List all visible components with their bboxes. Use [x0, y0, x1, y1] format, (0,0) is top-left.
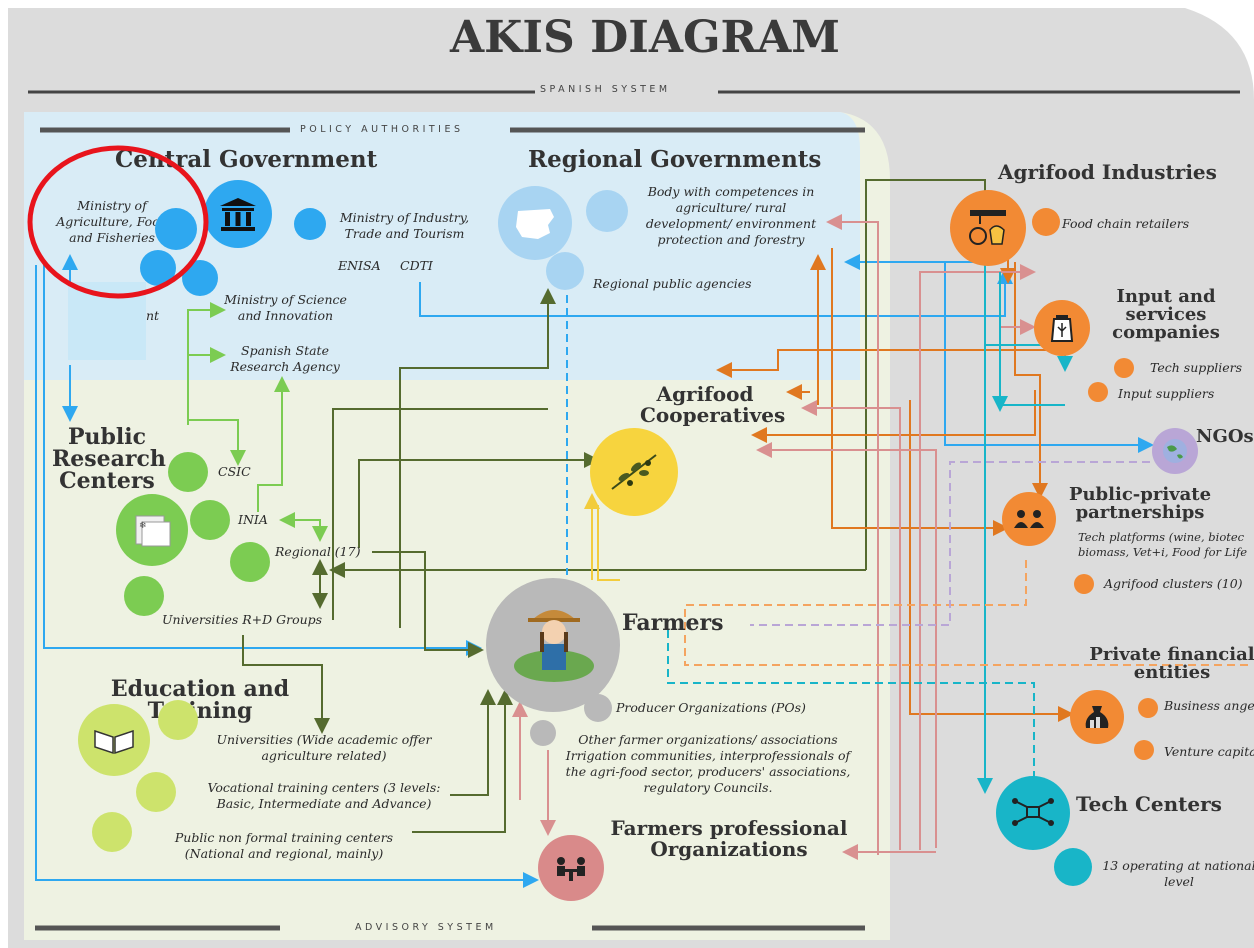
highlight-circle: [27, 145, 209, 299]
diagram-title: AKIS DIAGRAM: [450, 12, 840, 63]
blue-dot: [546, 252, 584, 290]
teal-dot: [1054, 848, 1092, 886]
ministry-science-label: Ministry of Science and Innovation: [224, 292, 347, 323]
regional-label: Regional (17): [275, 544, 361, 559]
regional-body-label: Body with competences in agriculture/ ru…: [645, 184, 817, 247]
tech-suppliers-label: Tech suppliers: [1150, 360, 1243, 375]
cdti-label: CDTI: [400, 258, 433, 273]
yellow-green-dot: [92, 812, 132, 852]
gray-dot: [530, 720, 556, 746]
spain-map-icon: [498, 186, 572, 260]
food-processing-icon: [950, 190, 1026, 266]
green-dot: [124, 576, 164, 616]
blue-dot: [155, 208, 197, 250]
farmers-title: Farmers: [622, 610, 724, 636]
central-government-title: Central Government: [115, 146, 378, 173]
vocational-label: Vocational training centers (3 levels: B…: [207, 780, 441, 811]
research-document-icon: ❄: [116, 494, 188, 566]
input-services-title: Input and services companies: [1112, 286, 1220, 343]
money-bag-icon: [1070, 690, 1124, 744]
venture-capital-label: Venture capital: [1164, 744, 1254, 759]
input-suppliers-label: Input suppliers: [1118, 386, 1215, 401]
agrifood-clusters-label: Agrifood clusters (10): [1104, 576, 1243, 591]
other-farmer-orgs-label: Other farmer organizations/ associations…: [565, 732, 851, 795]
tech-platforms-label: Tech platforms (wine, biotec biomass, Ve…: [1078, 530, 1248, 559]
green-dot: [230, 542, 270, 582]
non-formal-label: Public non formal training centers (Nati…: [174, 830, 394, 861]
producer-organizations-label: Producer Organizations (POs): [616, 700, 806, 715]
ppp-title: Public-private partnerships: [1068, 484, 1212, 523]
public-research-title: Public Research Centers: [52, 424, 166, 494]
regional-governments-title: Regional Governments: [528, 146, 822, 173]
universities-rd-label: Universities R+D Groups: [162, 612, 323, 627]
svg-text:❄: ❄: [139, 521, 147, 531]
enisa-label: ENISA: [338, 258, 381, 273]
diagram-subtitle: SPANISH SYSTEM: [540, 84, 671, 95]
hidden-fragment-label: nt: [146, 308, 160, 323]
orange-dot: [1074, 574, 1094, 594]
farmers-prof-title: Farmers professional Organizations: [610, 816, 848, 861]
meeting-table-icon: [538, 835, 604, 901]
universities-education-label: Universities (Wide academic offer agricu…: [216, 732, 432, 763]
seed-bag-icon: [1034, 300, 1090, 356]
advisory-section-label: ADVISORY SYSTEM: [355, 922, 497, 933]
gray-dot: [584, 694, 612, 722]
orange-dot: [1134, 740, 1154, 760]
yellow-green-dot: [158, 700, 198, 740]
orange-dot: [1114, 358, 1134, 378]
green-dot: [190, 500, 230, 540]
orange-dot: [1088, 382, 1108, 402]
regional-agencies-label: Regional public agencies: [593, 276, 752, 291]
orange-dot: [1138, 698, 1158, 718]
partnership-icon: [1002, 492, 1056, 546]
green-dot: [168, 452, 208, 492]
orange-dot: [1032, 208, 1060, 236]
government-building-icon: [204, 180, 272, 248]
drone-icon: [996, 776, 1070, 850]
yellow-green-dot: [136, 772, 176, 812]
tech-centers-operating-label: 13 operating at national level: [1102, 858, 1254, 889]
tech-centers-title: Tech Centers: [1076, 792, 1222, 816]
cooperatives-title: Agrifood Cooperatives: [640, 382, 786, 427]
olive-branch-icon: [590, 428, 678, 516]
business-angels-label: Business angels: [1164, 698, 1254, 713]
ministry-industry-label: Ministry of Industry, Trade and Tourism: [339, 210, 470, 241]
farmer-icon: [506, 590, 602, 686]
globe-icon: [1152, 428, 1198, 474]
agrifood-industries-title: Agrifood Industries: [998, 160, 1217, 184]
inia-label: INIA: [238, 512, 268, 527]
policy-section-label: POLICY AUTHORITIES: [300, 124, 464, 135]
blue-dot: [294, 208, 326, 240]
research-agency-label: Spanish State Research Agency: [230, 343, 340, 374]
financial-title: Private financial entities: [1089, 644, 1254, 683]
blue-dot: [586, 190, 628, 232]
food-chain-retailers-label: Food chain retailers: [1062, 216, 1190, 231]
book-icon: [78, 704, 150, 776]
csic-label: CSIC: [218, 464, 251, 479]
ngos-title: NGOs: [1196, 426, 1254, 447]
ministry-agriculture-label: Ministry of Agriculture, Food and Fisher…: [56, 198, 168, 245]
